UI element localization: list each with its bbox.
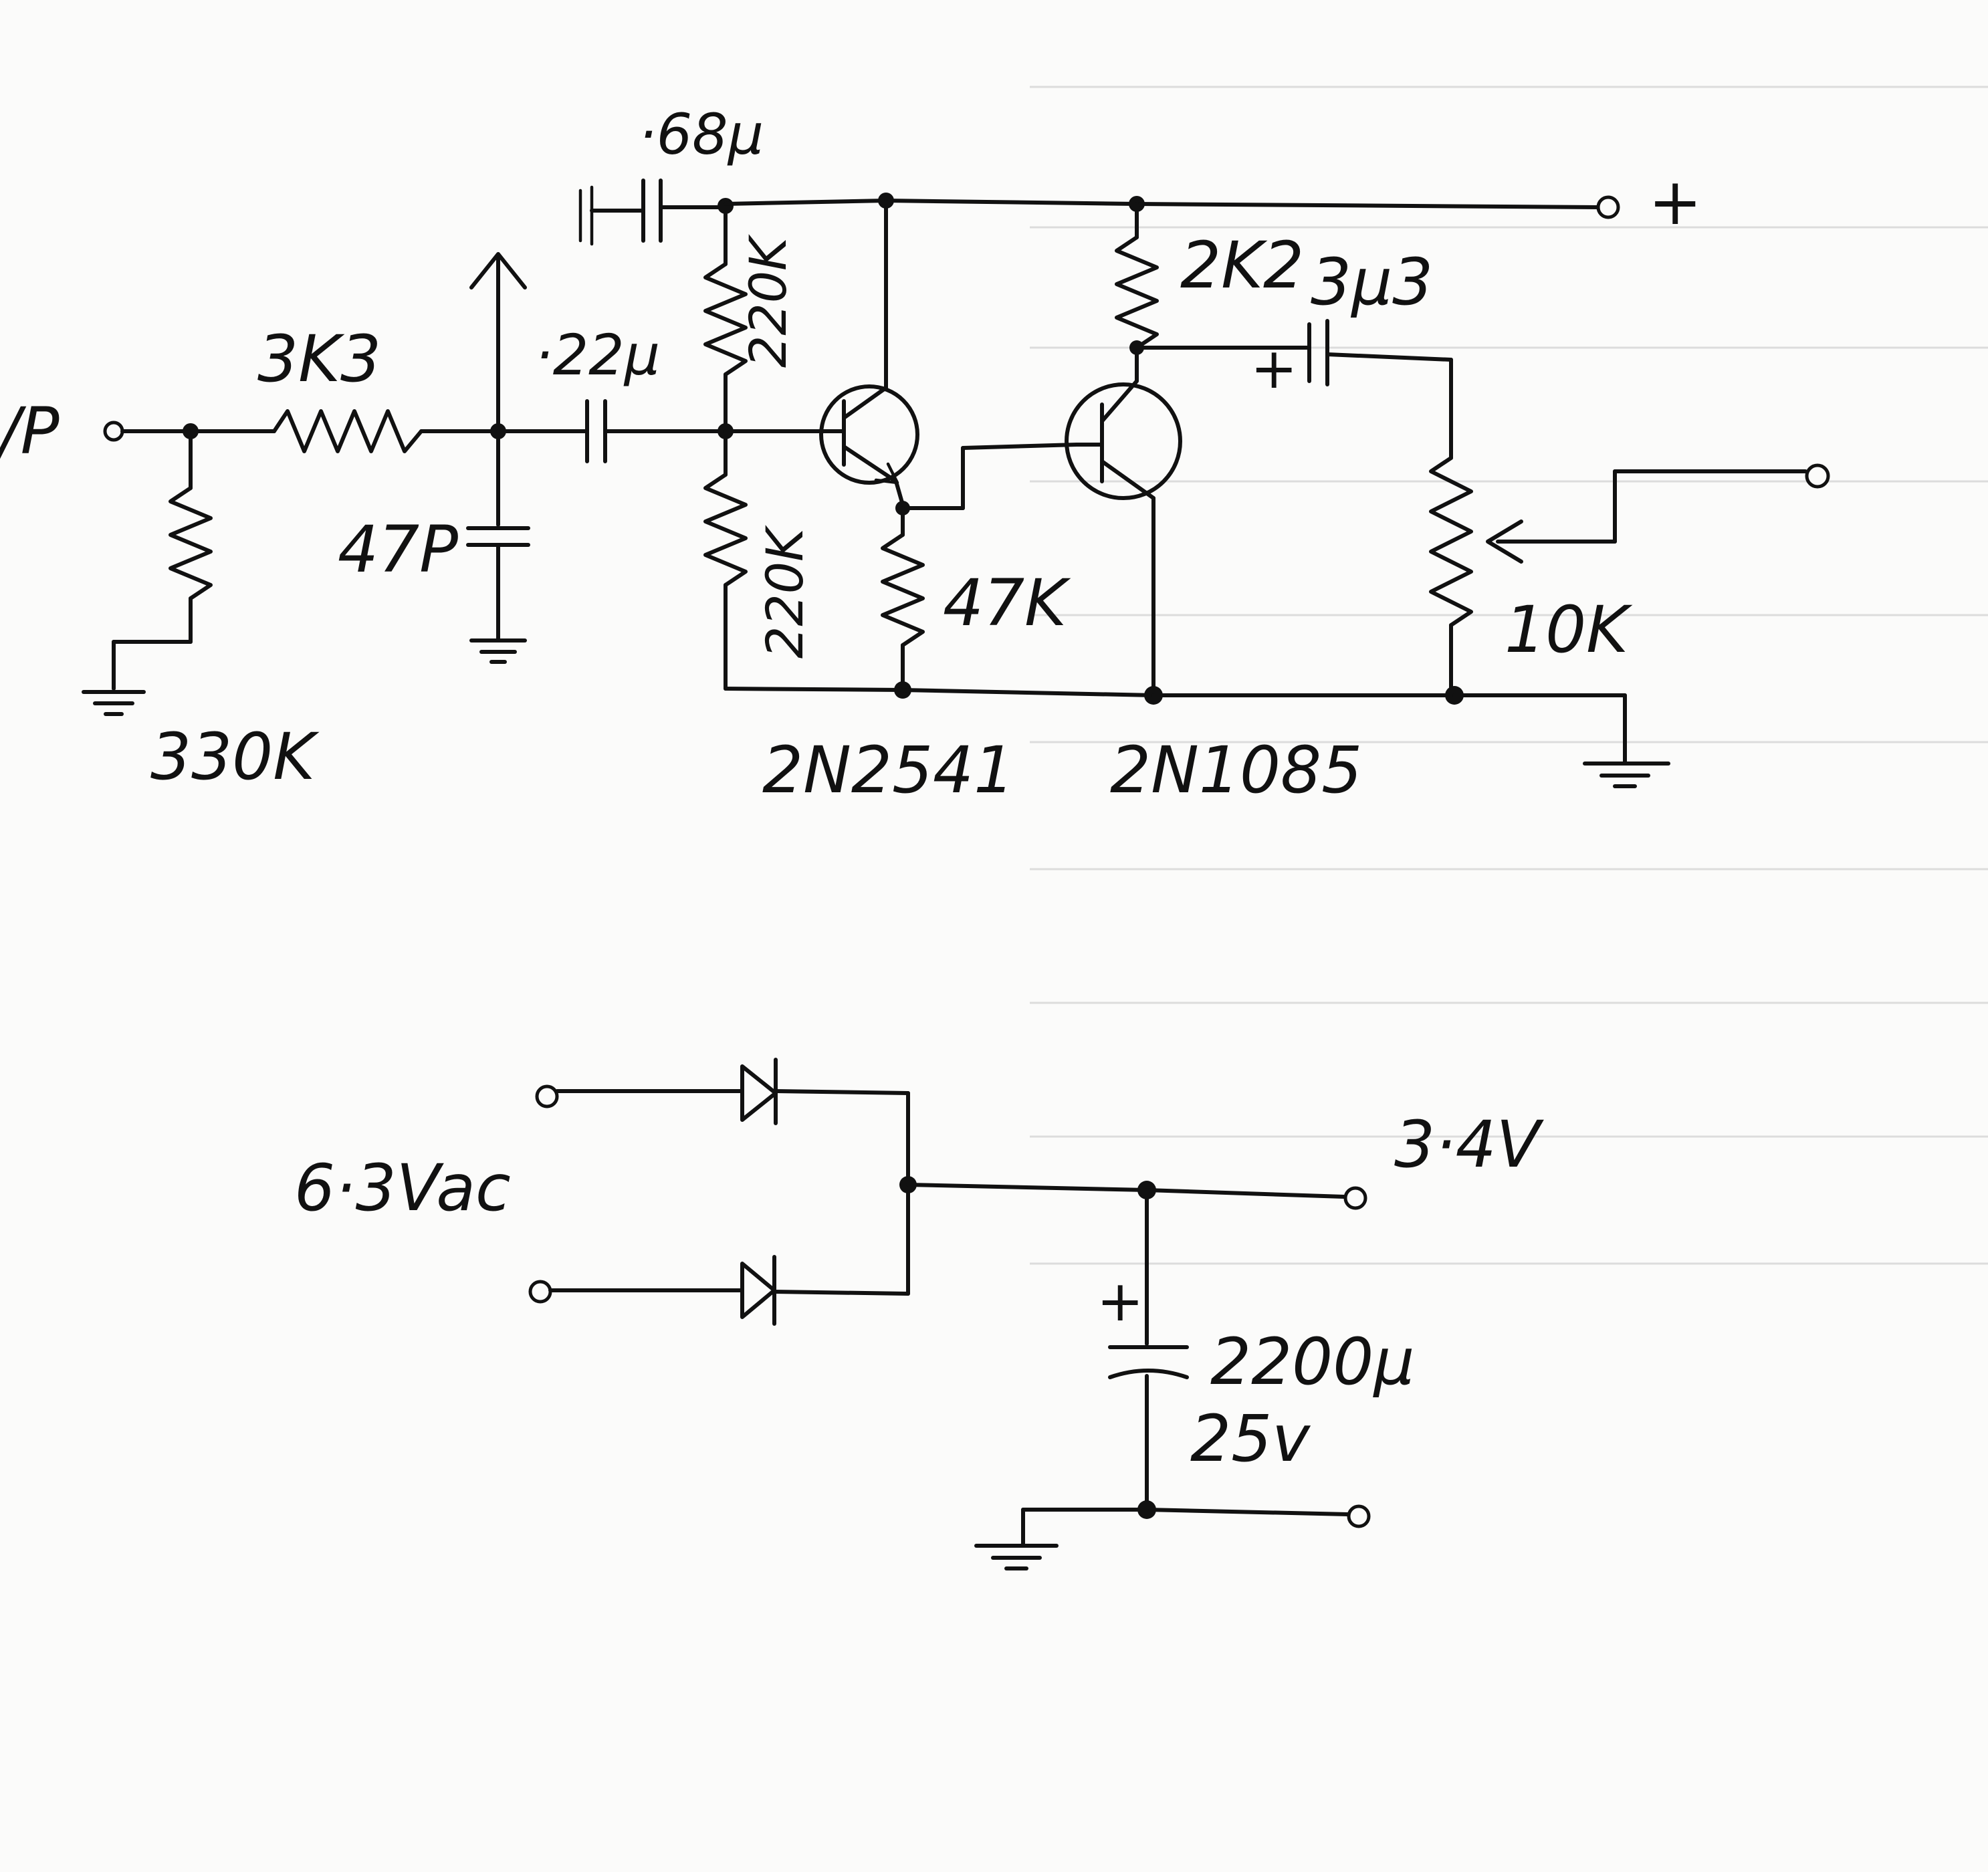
q1-stage xyxy=(703,199,1079,699)
label-r-bias: 330K xyxy=(150,719,320,794)
label-cap-supply: ·68μ xyxy=(639,102,764,167)
diode-top xyxy=(740,1058,778,1125)
input-section xyxy=(82,252,728,716)
q2-stage xyxy=(1065,202,1830,705)
arrow-up-icon xyxy=(469,252,527,289)
label-cap-psu-polarity: + xyxy=(1097,1268,1143,1334)
label-q2: 2N1085 xyxy=(1110,733,1362,808)
label-r-bottom: 220K xyxy=(755,525,814,659)
label-cap-output: 3μ3 xyxy=(1311,245,1433,320)
label-dc-output: 3·4V xyxy=(1394,1107,1545,1182)
label-cap-psu: 2200μ xyxy=(1210,1324,1414,1399)
ground-icon xyxy=(974,1544,1059,1570)
labels: I/P 3K3 330K 47P ·22μ ·68μ 220K 220K 47K… xyxy=(0,102,1702,1476)
input-terminal xyxy=(103,421,124,442)
transistor-q2 xyxy=(1065,382,1182,500)
wiper-arrow-icon xyxy=(1486,519,1523,564)
resistor-330k xyxy=(169,486,213,600)
output-terminal xyxy=(1805,463,1830,489)
label-r-in: 3K3 xyxy=(257,322,381,396)
transistor-q1 xyxy=(819,384,919,485)
resistor-2k2 xyxy=(1115,235,1159,350)
label-cap-filter: 47P xyxy=(338,512,458,587)
dc-ground-terminal xyxy=(1347,1504,1371,1528)
ac-terminal-bottom xyxy=(528,1280,552,1304)
positive-terminal xyxy=(1596,195,1620,219)
label-input: I/P xyxy=(0,394,60,469)
resistor-47k xyxy=(881,533,925,647)
ground-icon xyxy=(469,638,527,664)
label-ac-input: 6·3Vac xyxy=(294,1151,511,1225)
resistor-220k-top xyxy=(703,262,748,376)
potentiometer-10k xyxy=(1429,456,1473,627)
ground-icon xyxy=(82,690,146,716)
resistor-3k3 xyxy=(272,409,423,453)
resistor-220k-bottom xyxy=(703,473,748,587)
label-q1: 2N2541 xyxy=(762,733,1014,808)
ground-icon xyxy=(1583,762,1670,788)
ac-terminal-top xyxy=(535,1084,559,1108)
power-supply xyxy=(528,1058,1371,1570)
label-r-emitter: 47K xyxy=(943,566,1071,640)
ground-bus xyxy=(724,687,1670,788)
label-cap-coupling: ·22μ xyxy=(535,322,660,388)
label-plus-rail: + xyxy=(1648,164,1702,239)
label-r-top: 220K xyxy=(738,234,798,368)
label-cap-psu-voltage: 25v xyxy=(1190,1401,1311,1476)
label-r-collector: 2K2 xyxy=(1180,228,1304,303)
label-pot: 10K xyxy=(1505,592,1633,667)
label-cap-output-polarity: + xyxy=(1250,336,1297,401)
dc-output-terminal xyxy=(1343,1186,1367,1210)
diode-bottom xyxy=(740,1255,776,1326)
supply-rail xyxy=(578,179,1620,246)
show-through-background xyxy=(1030,86,1988,1265)
